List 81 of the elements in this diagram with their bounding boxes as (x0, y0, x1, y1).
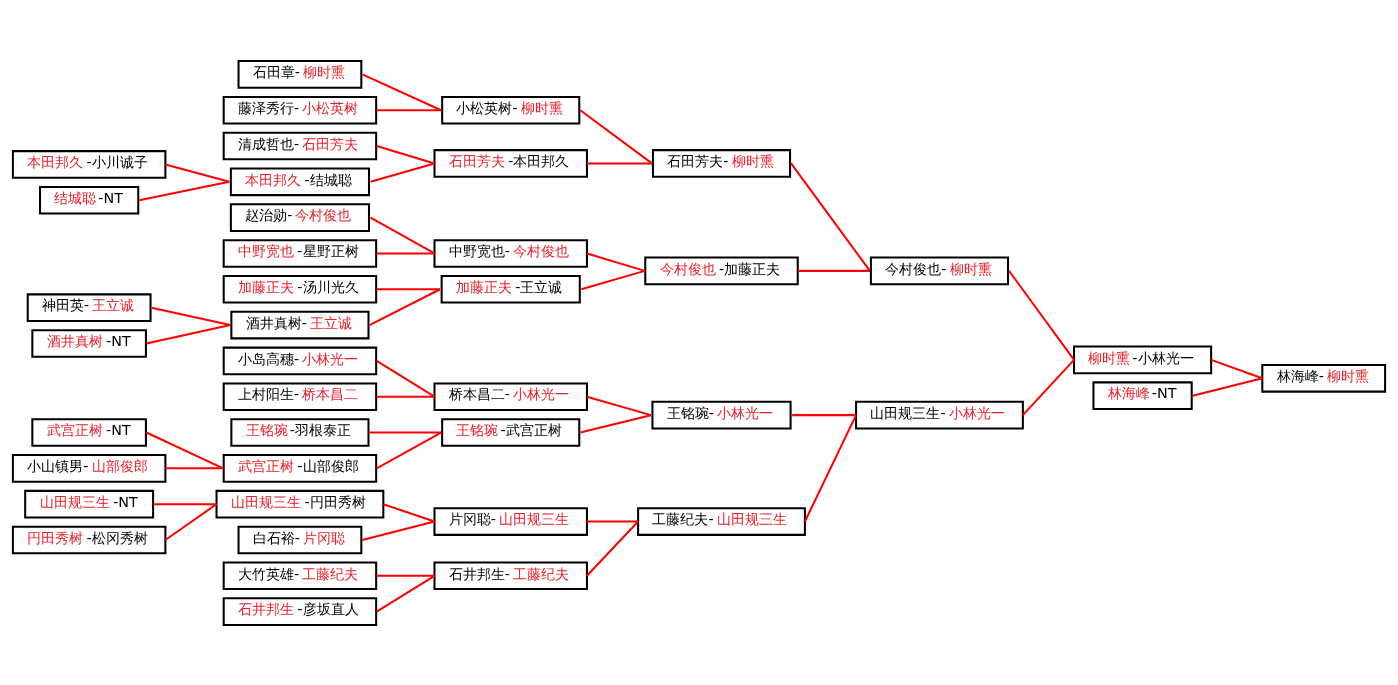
connector (790, 162, 871, 271)
node-box: 加藤正夫-汤川光久 (222, 274, 378, 304)
connector (376, 431, 442, 469)
node-box: 白石裕-片冈聪 (237, 525, 363, 554)
node-box: 円田秀树-松冈秀树 (11, 525, 167, 554)
node-box: 清成哲也-石田芳夫 (222, 131, 378, 160)
node-box: 上村阳生-桥本昌二 (222, 381, 378, 411)
connector (376, 144, 435, 164)
node-box: 中野宽也-星野正树 (222, 238, 378, 268)
node-box: 柳时熏-小林光一 (1073, 345, 1213, 374)
connector (376, 108, 442, 111)
connector (369, 287, 441, 326)
node-box: 酒井真树-NT (31, 328, 147, 358)
node-box: 中野宽也-今村俊也 (433, 238, 588, 268)
node-box: 加藤正夫-王立诚 (440, 274, 581, 304)
connector (804, 414, 857, 522)
node-box: 武宫正树-山部俊郎 (222, 453, 378, 483)
connector (383, 502, 435, 523)
connector (146, 323, 231, 344)
connector (361, 72, 442, 111)
connector (376, 359, 436, 398)
connector (370, 161, 435, 183)
node-box: 王铭琬-羽根泰正 (230, 417, 370, 447)
connector (798, 269, 870, 272)
node-box: 今村俊也-加藤正夫 (644, 256, 799, 285)
node-box: 工藤纪夫-山田规三生 (637, 506, 806, 536)
node-box: 山田规三生-NT (24, 489, 155, 518)
node-box: 酒井真树-王立诚 (230, 310, 370, 339)
node-box: 大竹英雄-工藤纪夫 (222, 560, 378, 590)
node-box: 桥本昌二-小林光一 (433, 381, 588, 411)
node-box: 神田英-王立诚 (26, 292, 152, 322)
connector (376, 574, 435, 577)
connector (164, 502, 218, 541)
connector (586, 520, 639, 523)
connector (165, 162, 230, 183)
connector (1192, 376, 1263, 397)
connector (153, 502, 217, 505)
node-box: 赵治勋-今村俊也 (229, 202, 371, 232)
connector (586, 252, 646, 272)
node-box: 山田规三生-小林光一 (855, 400, 1024, 429)
node-box: 王铭琬-武宫正树 (441, 417, 581, 447)
connector (370, 216, 435, 254)
connector (376, 395, 435, 398)
connector (586, 520, 639, 576)
node-box: 林海峰-NT (1092, 380, 1193, 410)
node-box: 小岛高穗-小林光一 (222, 346, 378, 375)
node-box: 本田邦久-小川诚子 (11, 149, 167, 179)
node-box: 今村俊也-柳时熏 (869, 256, 1010, 285)
connector (792, 413, 857, 416)
connector (376, 287, 441, 290)
connector (586, 395, 652, 416)
node-box: 本田邦久-结城聪 (229, 167, 371, 196)
node-box: 石田芳夫-柳时熏 (651, 148, 792, 178)
node-box: 小松英树-柳时熏 (441, 95, 581, 125)
connector (1210, 358, 1263, 379)
node-box: 武宫正树-NT (31, 417, 147, 447)
connector (581, 269, 646, 290)
connector (146, 431, 224, 469)
connector (165, 466, 224, 469)
node-box: 结城聪-NT (39, 185, 140, 215)
node-box: 石田芳夫-本田邦久 (433, 148, 588, 178)
node-box: 山田规三生-円田秀树 (215, 489, 385, 518)
connector (369, 431, 442, 434)
node-box: 小山镇男-山部俊郎 (11, 453, 167, 483)
connector (1008, 269, 1075, 360)
connector (362, 520, 435, 541)
connector (1022, 358, 1075, 416)
connector (586, 161, 652, 164)
node-box: 石井邦生-工藤纪夫 (433, 560, 588, 590)
node-box: 石井邦生-彦坂直人 (222, 596, 378, 626)
connector (376, 251, 435, 254)
connector (376, 574, 436, 612)
connector (151, 306, 231, 326)
connector (579, 108, 653, 164)
node-box: 片冈聪-山田规三生 (433, 506, 588, 536)
node-box: 王铭琬-小林光一 (651, 400, 792, 429)
node-box: 藤泽秀行-小松英树 (222, 95, 378, 125)
node-box: 石田章-柳时熏 (237, 59, 363, 89)
connector (139, 180, 230, 201)
node-box: 林海峰-柳时熏 (1261, 363, 1387, 393)
connector (580, 413, 652, 434)
